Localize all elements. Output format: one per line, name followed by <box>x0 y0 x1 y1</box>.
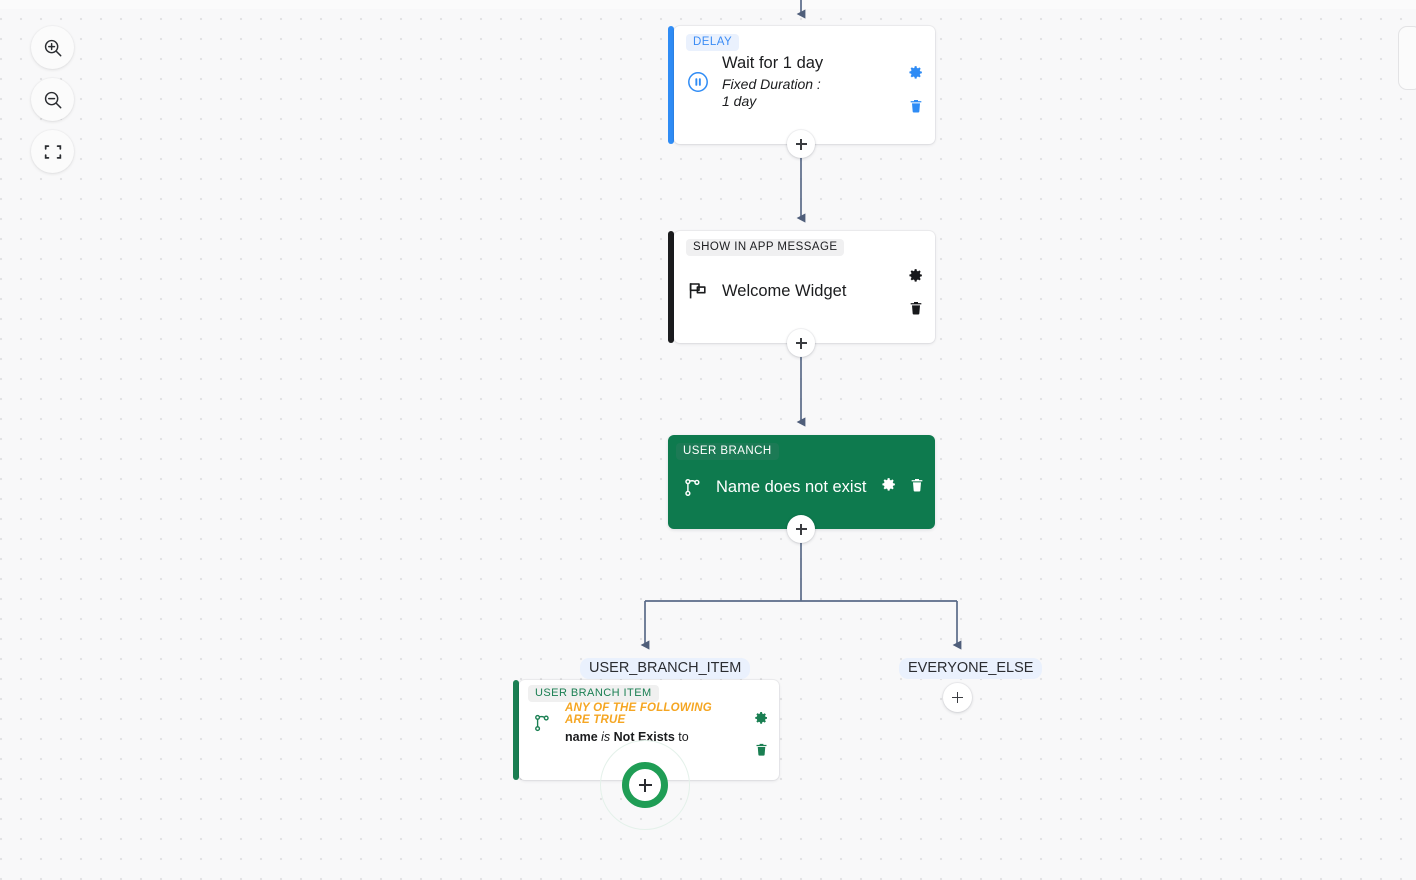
delete-button[interactable] <box>907 98 924 119</box>
zoom-in-icon <box>42 37 64 59</box>
zoom-out-icon <box>42 89 64 111</box>
trash-icon <box>908 300 924 321</box>
delete-button[interactable] <box>909 477 925 498</box>
gear-icon <box>880 476 897 498</box>
fit-screen-icon <box>42 141 64 163</box>
branch-icon <box>519 712 565 734</box>
add-button-halo <box>600 740 690 830</box>
node-accent-bar <box>513 680 519 780</box>
condition-header: ANY OF THE FOLLOWING ARE TRUE <box>565 702 712 726</box>
node-card[interactable]: USER BRANCH Name does not exist <box>668 435 935 529</box>
node-accent-bar <box>668 26 674 144</box>
trash-icon <box>908 98 924 119</box>
add-step-button[interactable] <box>787 329 815 357</box>
fit-view-button[interactable] <box>31 130 74 173</box>
node-delay[interactable]: DELAY Wait for 1 day Fixed Duration : 1 … <box>668 26 935 158</box>
node-subtitle-line-2: 1 day <box>722 93 757 109</box>
node-actions <box>753 710 769 762</box>
add-step-button-everyone-else[interactable] <box>943 683 972 712</box>
branch-icon <box>668 476 716 499</box>
settings-button[interactable] <box>907 64 924 86</box>
condition-suffix: to <box>678 730 689 744</box>
node-title: Welcome Widget <box>722 281 847 300</box>
settings-button[interactable] <box>907 267 924 289</box>
add-step-button[interactable] <box>787 130 815 158</box>
in-app-message-icon <box>674 279 722 303</box>
canvas-top-strip <box>0 0 1416 9</box>
trash-icon <box>909 477 925 498</box>
gear-icon <box>907 64 924 86</box>
node-type-badge: USER BRANCH <box>676 443 779 460</box>
condition-expression: name is Not Exists to <box>565 730 733 744</box>
trash-icon <box>754 742 769 762</box>
node-type-badge: SHOW IN APP MESSAGE <box>686 239 845 256</box>
condition-verb: is <box>601 730 611 744</box>
branch-label-user-branch-item: USER_BRANCH_ITEM <box>580 658 751 679</box>
gear-icon <box>753 710 769 731</box>
add-step-button[interactable] <box>622 762 668 808</box>
node-card[interactable]: DELAY Wait for 1 day Fixed Duration : 1 … <box>674 26 935 144</box>
gear-icon <box>907 267 924 289</box>
add-step-button-branch-item-wrap <box>600 740 690 830</box>
node-subtitle-line-1: Fixed Duration : <box>722 76 821 92</box>
branch-label-everyone-else: EVERYONE_ELSE <box>899 658 1043 679</box>
pause-circle-icon <box>674 70 722 94</box>
settings-button[interactable] <box>753 710 769 731</box>
zoom-controls <box>31 26 74 173</box>
add-step-button[interactable] <box>787 515 815 543</box>
side-panel-handle[interactable] <box>1398 26 1416 90</box>
node-actions <box>907 64 924 119</box>
node-title: Wait for 1 day <box>722 54 824 72</box>
settings-button[interactable] <box>880 476 897 498</box>
node-accent-bar <box>668 231 674 343</box>
zoom-out-button[interactable] <box>31 78 74 121</box>
delete-button[interactable] <box>907 300 924 321</box>
condition-attribute: name <box>565 730 598 744</box>
node-type-badge: USER BRANCH ITEM <box>528 685 659 702</box>
delete-button[interactable] <box>753 742 769 762</box>
node-actions <box>907 267 924 321</box>
node-type-badge: DELAY <box>686 34 740 51</box>
node-card[interactable]: SHOW IN APP MESSAGE Welcome Widget <box>674 231 935 343</box>
zoom-in-button[interactable] <box>31 26 74 69</box>
node-user-branch[interactable]: USER BRANCH Name does not exist <box>668 435 935 543</box>
node-title: Name does not exist <box>716 477 867 496</box>
node-in-app-message[interactable]: SHOW IN APP MESSAGE Welcome Widget <box>668 231 935 357</box>
condition-operator: Not Exists <box>613 730 675 744</box>
